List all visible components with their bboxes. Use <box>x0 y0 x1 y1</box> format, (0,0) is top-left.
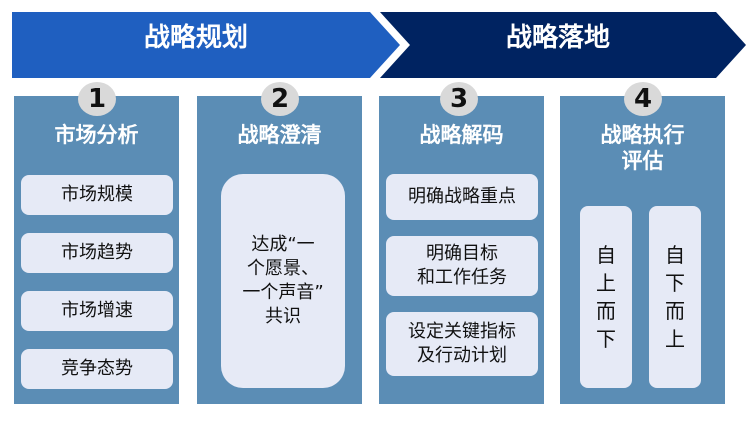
banner-left-arrow <box>12 12 400 78</box>
step-number-badge: 4 <box>624 82 662 116</box>
column-title: 战略解码 <box>419 123 504 147</box>
card-top-down: 自上而下 <box>580 206 632 388</box>
card-item: 明确目标 和工作任务 <box>386 236 538 296</box>
card-item: 竞争态势 <box>21 349 173 389</box>
column-title: 战略澄清 <box>237 123 322 147</box>
card-item: 市场规模 <box>21 175 173 215</box>
step-number-badge: 1 <box>78 82 116 116</box>
banner-left-label: 战略规划 <box>143 23 248 53</box>
step-number-badge: 3 <box>440 82 478 116</box>
banner-right-label: 战略落地 <box>505 23 610 53</box>
column-market-analysis: 市场分析 市场规模 市场趋势 市场增速 竞争态势 <box>14 96 179 404</box>
card-item: 设定关键指标 及行动计划 <box>386 312 538 376</box>
column-title: 战略执行 评估 <box>600 123 685 173</box>
card-bottom-up: 自下而上 <box>649 206 701 388</box>
banner-right-arrow <box>380 12 746 78</box>
column-strategy-decoding: 战略解码 明确战略重点 明确目标 和工作任务 设定关键指标 及行动计划 <box>379 96 544 404</box>
card-item: 市场趋势 <box>21 233 173 273</box>
column-execution-evaluation: 战略执行 评估 自上而下 自下而上 <box>560 96 725 404</box>
phase-banners <box>12 12 746 78</box>
column-strategy-clarification: 战略澄清 达成“一 个愿景、 一个声音” 共识 <box>197 96 362 404</box>
card-text: 自下而上 <box>665 243 685 351</box>
step-number-badge: 2 <box>261 82 299 116</box>
card-item: 市场增速 <box>21 291 173 331</box>
card-item: 达成“一 个愿景、 一个声音” 共识 <box>221 174 345 388</box>
card-item: 明确战略重点 <box>386 174 538 220</box>
column-title: 市场分析 <box>54 123 139 147</box>
card-text: 自上而下 <box>596 243 616 351</box>
